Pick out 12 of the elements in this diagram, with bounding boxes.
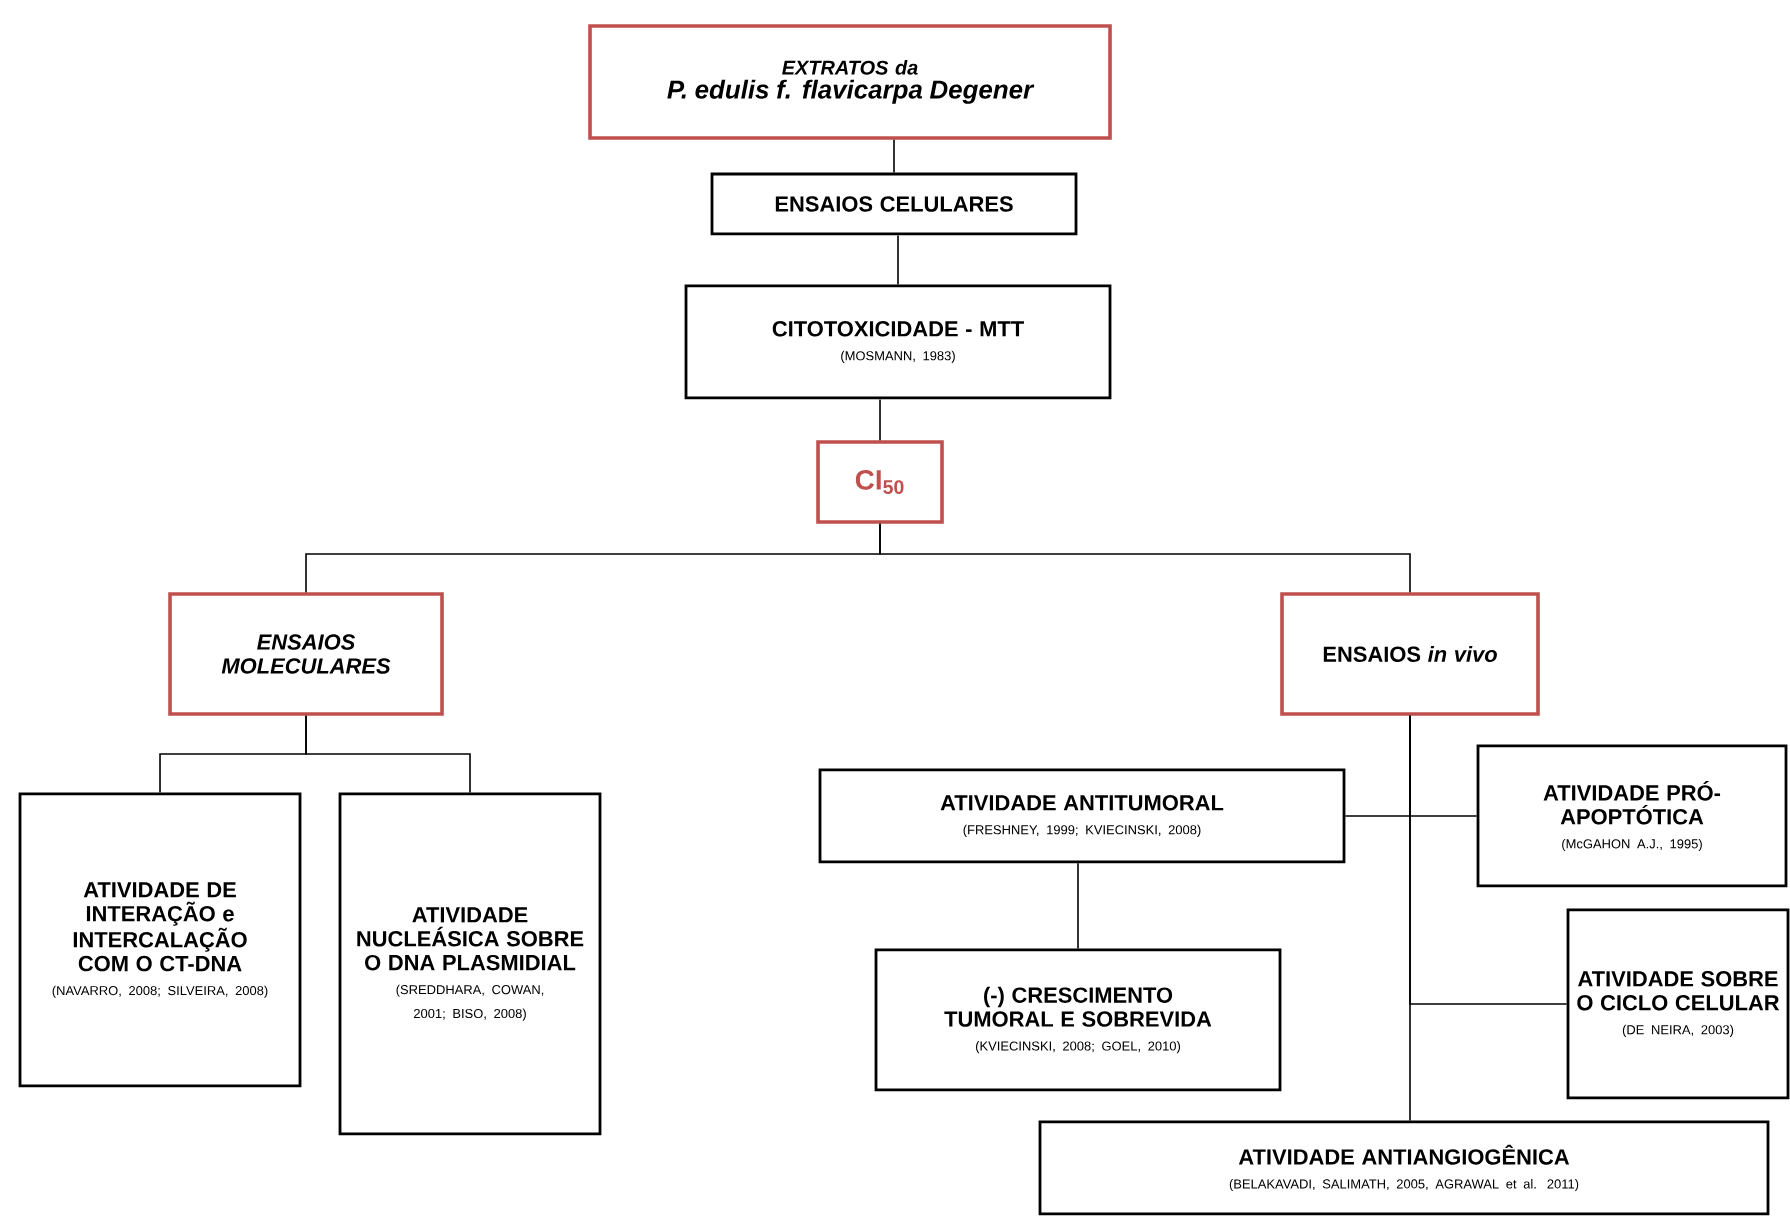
connector-line	[305, 714, 471, 794]
connector-line	[879, 398, 881, 441]
process-box: ENSAIOS CELULARES	[710, 172, 1078, 236]
connector-line	[893, 139, 895, 174]
connector-line	[897, 234, 899, 286]
result-box: CI$_{50}$	[816, 440, 944, 524]
title-box: EXTRATOS da P. edulis f. flavicarpa Degener	[588, 24, 1112, 140]
category-box: ENSAIOS in vivo	[1280, 592, 1540, 716]
connector-line	[879, 523, 1411, 593]
connector-line	[1077, 862, 1079, 950]
category-box: ENSAIOS MOLECULARES	[168, 592, 444, 716]
connector-line	[1409, 714, 1411, 1122]
